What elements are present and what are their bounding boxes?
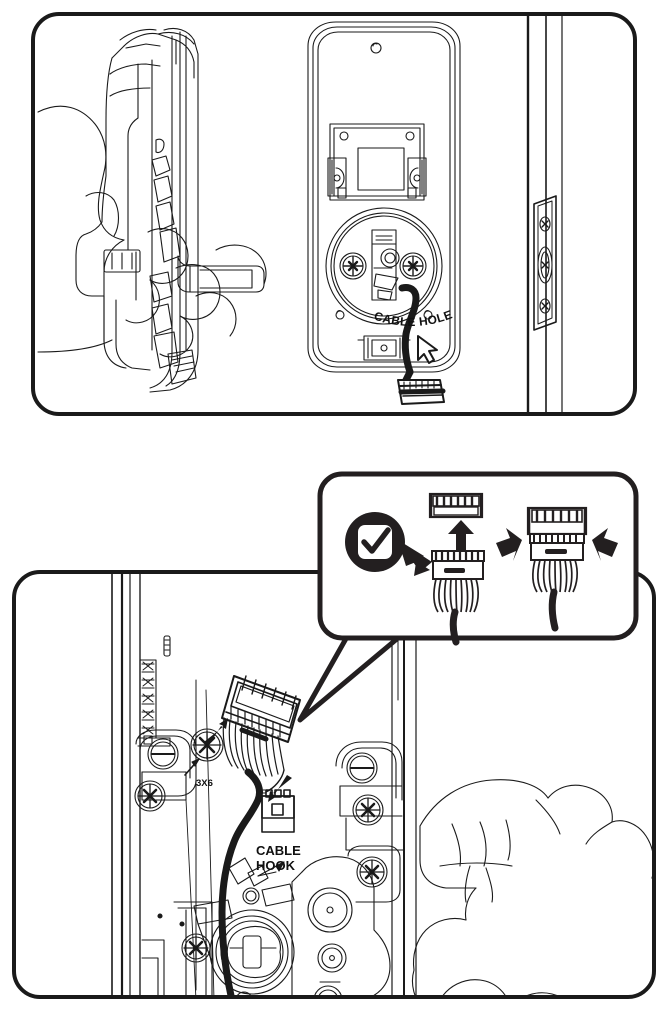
phillips-screw-right: [399, 252, 427, 280]
phillips-screw-right-upper: [352, 794, 384, 826]
cable-plug-connector: [397, 379, 446, 405]
arrow-marker-upper-left: [204, 718, 228, 745]
mounting-boss-right: [335, 741, 405, 903]
cable-hook-tab: [228, 857, 285, 905]
cursor-pointer-icon: [417, 335, 438, 364]
rear-housing-outline: [257, 856, 391, 995]
pin-header-component: [261, 789, 295, 833]
hand-gripping-chassis: [411, 779, 652, 995]
checkmark-approved-icon: [345, 512, 405, 572]
phillips-screw-right-lower: [356, 856, 388, 888]
male-plug-connector-icon: [431, 550, 485, 646]
pointer-diagonal-arrow-icon: [398, 540, 432, 576]
press-right-arrow-icon: [592, 528, 618, 561]
exterior-mounting-plate-panel: CABLE HOLE: [31, 12, 637, 416]
door-edge-strike-plate: [526, 16, 563, 412]
mated-connector-icon: [526, 506, 588, 632]
connector-mating-callout: [297, 471, 639, 723]
ribbon-cable-connector: [398, 284, 420, 384]
ribbon-cable-connector-tilted[interactable]: [218, 675, 301, 1000]
phillips-screw-left: [339, 252, 367, 280]
insert-up-arrow-icon: [448, 520, 474, 553]
panel-top-border: [31, 12, 637, 416]
spindle-hole: [209, 909, 295, 995]
phillips-screw-lower-left: [134, 780, 166, 812]
press-left-arrow-icon: [496, 528, 522, 561]
female-socket-icon: [428, 492, 484, 519]
cable-hook-label-line1: CABLE: [256, 843, 301, 858]
screw-size-label: 3X6: [196, 778, 213, 789]
interior-chassis-panel: 3X6 CABLE HOOK: [12, 570, 656, 1000]
cable-hook-label-line2: HOOK: [256, 858, 296, 873]
lock-body-side-profile: [75, 27, 265, 393]
phillips-screw-bracket: [181, 933, 211, 963]
mounting-boss-left: [134, 729, 197, 812]
mounting-plate: [307, 21, 461, 373]
